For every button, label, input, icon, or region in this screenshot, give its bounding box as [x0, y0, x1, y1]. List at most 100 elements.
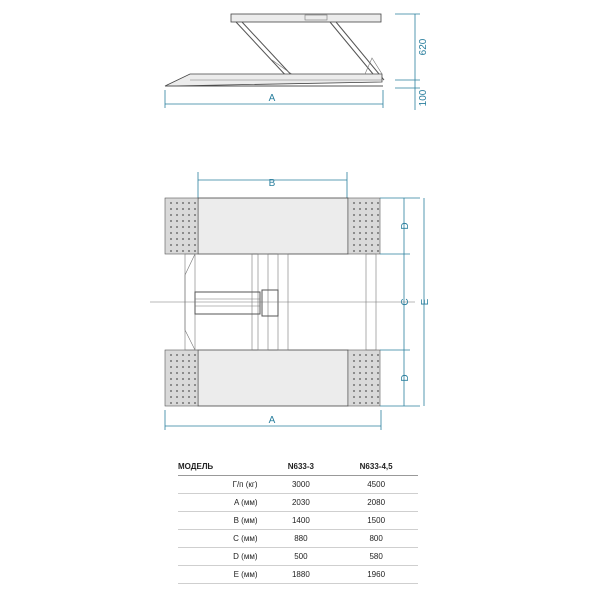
pad-dot: [365, 360, 367, 362]
pad-dot: [371, 384, 373, 386]
upper-platform: [197, 197, 349, 255]
pad-dot: [371, 232, 373, 234]
pad-dot: [170, 226, 172, 228]
pad-dot: [194, 244, 196, 246]
row-value: 1500: [334, 511, 418, 530]
pad-dot: [194, 208, 196, 210]
pad-dot: [170, 402, 172, 404]
pad-dot: [176, 226, 178, 228]
row-label: B (мм): [178, 511, 268, 530]
pad-dot: [365, 208, 367, 210]
pad-dot: [359, 214, 361, 216]
pad-dot: [182, 354, 184, 356]
pad-dot: [371, 250, 373, 252]
pad-dot: [371, 208, 373, 210]
pad-dot: [371, 220, 373, 222]
scissor-arm-right-b: [335, 21, 385, 81]
pad-dot: [176, 250, 178, 252]
dim-a-plan-label: A: [269, 415, 276, 426]
pad-dot: [359, 232, 361, 234]
pad-dot: [188, 232, 190, 234]
pad-dot: [359, 208, 361, 210]
pad-dot: [377, 208, 379, 210]
pad-dot: [194, 384, 196, 386]
pad-dot: [371, 226, 373, 228]
pad-dot: [182, 226, 184, 228]
scissor-arm-right-a: [329, 21, 379, 81]
pad-dot: [377, 384, 379, 386]
pad-dot: [194, 360, 196, 362]
pad-dot: [377, 372, 379, 374]
pad-dot: [353, 390, 355, 392]
pad-dot: [182, 208, 184, 210]
pad-dot: [371, 354, 373, 356]
pad-dot: [377, 202, 379, 204]
pad-dot: [188, 354, 190, 356]
pad-dot: [182, 396, 184, 398]
pad-texture: [170, 202, 379, 404]
row-value: 4500: [334, 475, 418, 494]
pad-dot: [377, 354, 379, 356]
pad-dot: [353, 220, 355, 222]
row-value: 800: [334, 529, 418, 548]
pad-dot: [353, 226, 355, 228]
pad-dot: [359, 372, 361, 374]
pad-dot: [365, 232, 367, 234]
pad-dot: [188, 250, 190, 252]
pad-dot: [365, 250, 367, 252]
pad-dot: [359, 390, 361, 392]
pad-dot: [182, 372, 184, 374]
pad-dot: [176, 232, 178, 234]
pad-dot: [182, 366, 184, 368]
dim-e-label: E: [420, 298, 431, 305]
pad-dot: [182, 390, 184, 392]
pad-dot: [176, 384, 178, 386]
pad-dot: [365, 366, 367, 368]
pad-dot: [170, 378, 172, 380]
pad-dot: [176, 220, 178, 222]
pad-dot: [188, 378, 190, 380]
pad-dot: [377, 402, 379, 404]
pad-dot: [377, 378, 379, 380]
row-value: 880: [267, 529, 335, 548]
pad-dot: [188, 208, 190, 210]
spec-header-n633-3: N633-3: [267, 458, 335, 476]
pad-dot: [365, 214, 367, 216]
dim-a-top-label: A: [269, 93, 276, 104]
dim-base-label: 100: [418, 89, 429, 106]
pad-dot: [365, 402, 367, 404]
pad-dot: [170, 354, 172, 356]
pad-dot: [194, 220, 196, 222]
pad-dot: [194, 238, 196, 240]
pad-dot: [170, 250, 172, 252]
pad-dot: [359, 396, 361, 398]
dim-b-label: B: [269, 178, 276, 189]
pad-dot: [359, 238, 361, 240]
pad-dot: [170, 202, 172, 204]
pad-dot: [194, 214, 196, 216]
pad-dot: [176, 238, 178, 240]
pad-dot: [188, 402, 190, 404]
pad-dot: [182, 360, 184, 362]
spec-header-model: МОДЕЛЬ: [178, 458, 268, 476]
pad-dot: [194, 226, 196, 228]
pad-dot: [365, 372, 367, 374]
pad-dot: [371, 390, 373, 392]
upper-left-pad: [164, 197, 199, 255]
pad-dot: [377, 390, 379, 392]
pad-dot: [176, 390, 178, 392]
pad-dot: [170, 238, 172, 240]
pad-dot: [194, 232, 196, 234]
pad-dot: [365, 226, 367, 228]
pad-dot: [365, 220, 367, 222]
pad-dot: [359, 220, 361, 222]
row-value: 3000: [267, 475, 335, 494]
pad-dot: [188, 366, 190, 368]
pad-dot: [176, 402, 178, 404]
pad-dot: [194, 402, 196, 404]
row-label: D (мм): [178, 547, 268, 566]
end-stop: [364, 57, 383, 75]
pad-dot: [170, 390, 172, 392]
plan-view: B D C D E A: [150, 172, 431, 430]
